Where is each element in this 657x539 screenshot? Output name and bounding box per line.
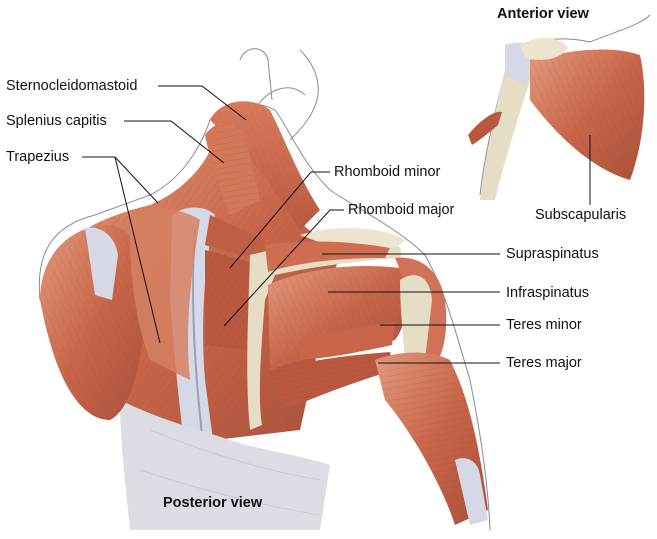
leader-trapezius-b — [114, 156, 161, 344]
left-shoulder-tendon — [85, 227, 118, 300]
acromion-bone — [300, 228, 405, 251]
anterior-view-title: Anterior view — [497, 6, 589, 22]
thoracolumbar-sheet — [120, 400, 330, 530]
label-sternocleidomastoid: Sternocleidomastoid — [6, 78, 138, 94]
label-trapezius: Trapezius — [6, 149, 70, 165]
teres-minor-muscle — [300, 322, 395, 360]
label-teres-major: Teres major — [506, 355, 582, 371]
anterior-humerus — [480, 48, 533, 200]
rhomboid-minor-muscle — [205, 215, 265, 260]
anterior-figure — [468, 14, 651, 200]
leader-sternocleidomastoid — [158, 85, 247, 121]
label-supraspinatus: Supraspinatus — [506, 246, 599, 262]
posterior-figure — [38, 48, 491, 531]
label-rhomboid-major: Rhomboid major — [348, 202, 455, 218]
leader-splenius-capitis — [124, 120, 225, 164]
leader-rhomboid-minor — [229, 171, 330, 269]
elbow-tendon — [455, 458, 488, 525]
scapular-spine-bone — [247, 239, 402, 430]
label-rhomboid-minor: Rhomboid minor — [334, 164, 441, 180]
label-teres-minor: Teres minor — [506, 317, 582, 333]
posterior-view-title: Posterior view — [163, 495, 263, 511]
leader-rhomboid-major — [223, 209, 344, 327]
humerus-tendon — [400, 275, 432, 360]
label-infraspinatus: Infraspinatus — [506, 285, 590, 301]
supraspinatus-muscle — [265, 241, 390, 272]
label-subscapularis: Subscapularis — [535, 207, 627, 223]
cut-muscle — [468, 111, 502, 145]
trapezius-muscle — [129, 208, 200, 380]
coracoid-bone — [520, 37, 568, 60]
leader-lines — [82, 85, 591, 364]
label-splenius-capitis: Splenius capitis — [6, 113, 107, 129]
